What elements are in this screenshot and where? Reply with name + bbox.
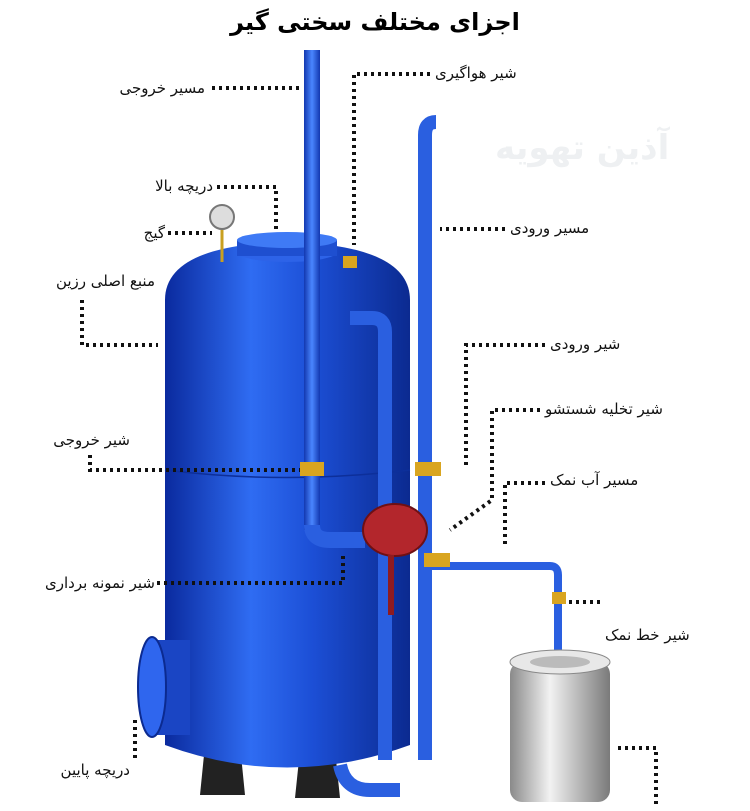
brine-tank [509,649,611,802]
air-valve-fitting [343,256,357,268]
watermark: آذین تهویه [495,128,670,168]
brine-line [424,553,566,650]
label-resin-tank: منبع اصلی رزین [55,272,155,290]
outlet-pipe [300,50,365,548]
bottom-hatch-flange [137,636,190,738]
control-valve [362,503,428,615]
label-outlet-path: مسیر خروجی [119,79,205,97]
label-bottom-hatch: دریچه پایین [60,761,130,779]
label-gauge: گیج [143,224,165,242]
label-brine-line-valve: شیر خط نمک [605,626,690,644]
label-air-valve: شیر هواگیری [435,64,517,82]
label-outlet-valve: شیر خروجی [53,431,130,449]
label-top-hatch: دریچه بالا [155,177,213,195]
pressure-gauge [209,204,235,262]
label-inlet-path: مسیر ورودی [510,219,590,237]
label-sampling-valve: شیر نمونه برداری [44,574,155,592]
riser-pipe [333,311,400,797]
diagram-title: اجزای مختلف سختی گیر [230,8,520,36]
leader-lines [80,72,658,805]
label-backwash-drain-valve: شیر تخلیه شستشو [545,400,663,418]
label-inlet-valve: شیر ورودی [550,335,621,353]
inlet-pipe [415,115,441,760]
label-brine-path: مسیر آب نمک [550,471,639,489]
